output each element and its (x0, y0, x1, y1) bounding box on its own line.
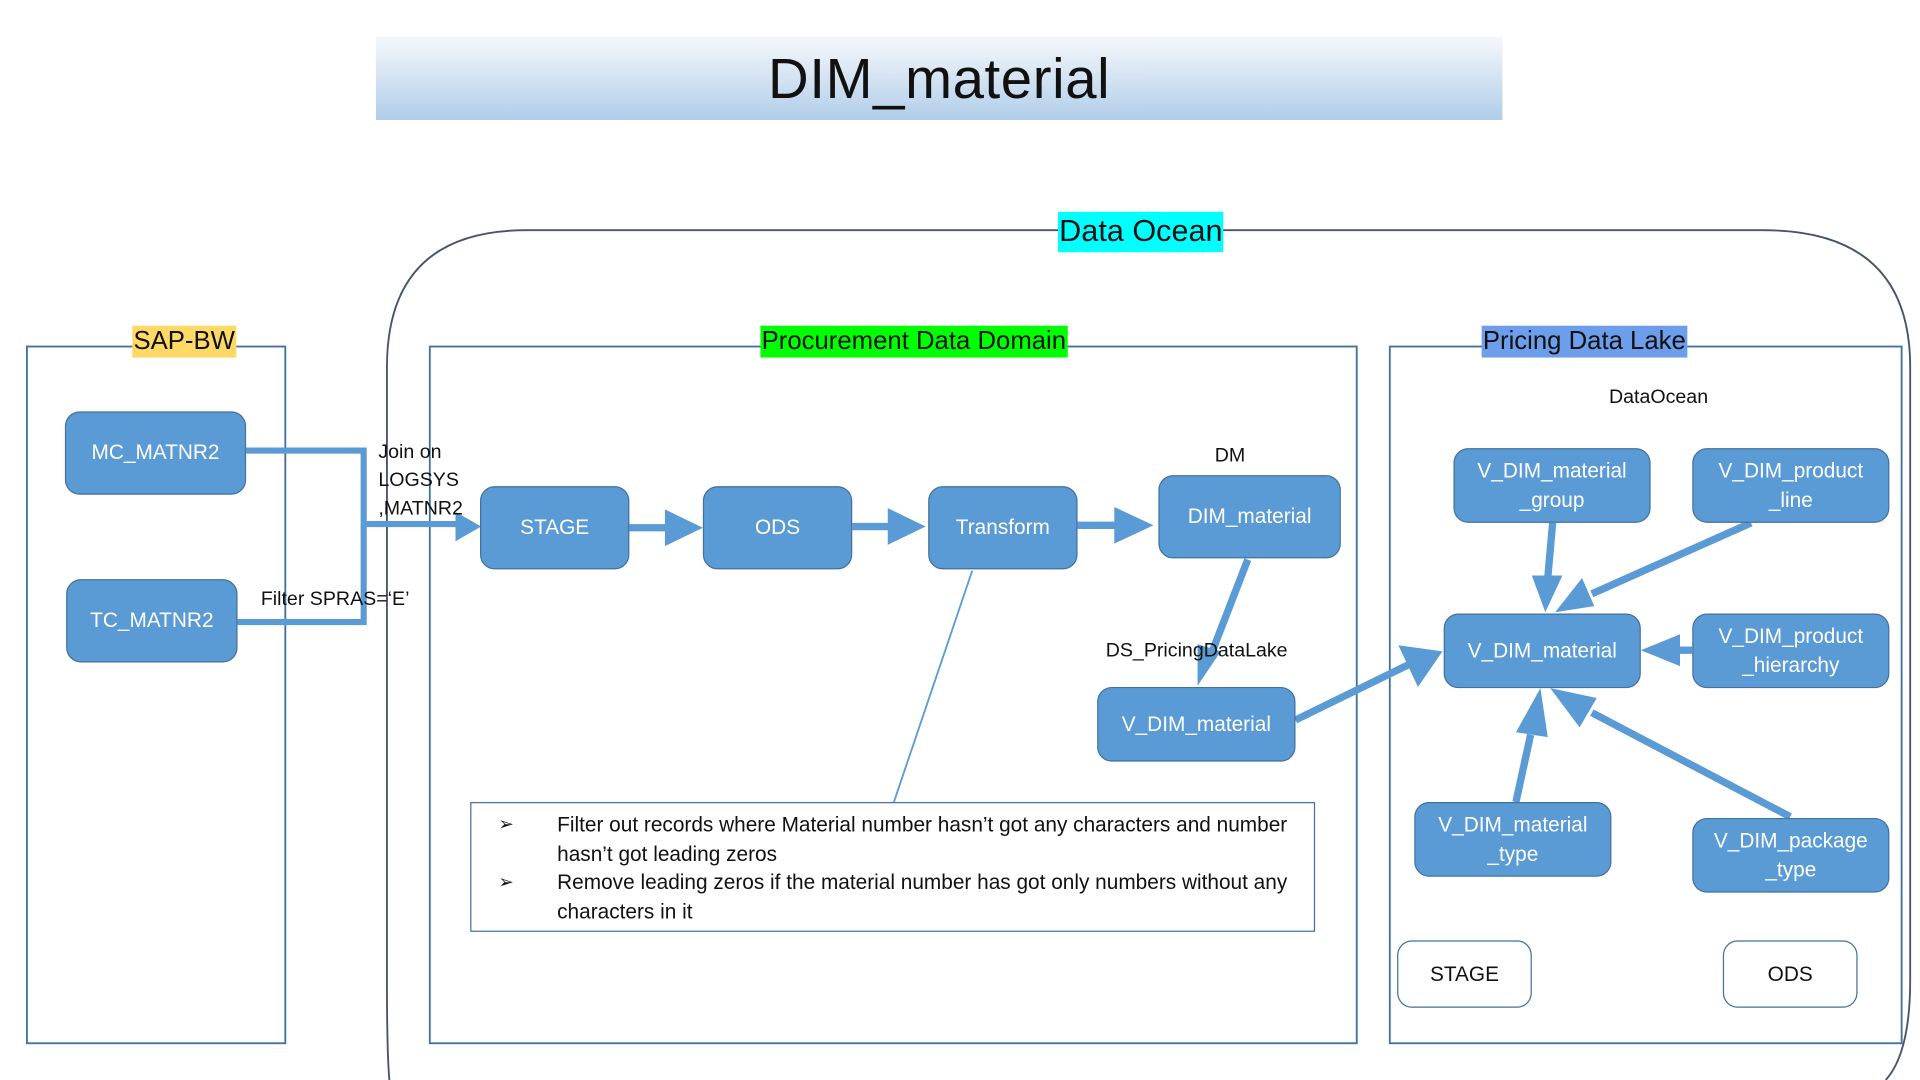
data-ocean-container (386, 229, 1912, 1080)
arrowhead-transform (887, 508, 926, 545)
node-transform[interactable]: Transform (928, 486, 1078, 570)
arrowhead-from-packagetype (1550, 688, 1597, 728)
data-ocean-label: Data Ocean (1057, 211, 1224, 253)
diagram-title: DIM_material (768, 46, 1111, 111)
node-v-dim-product-line[interactable]: V_DIM_product _line (1692, 448, 1890, 523)
connector-productline-center (1590, 519, 1753, 598)
join-label: Join on LOGSYS ,MATNR2 (378, 442, 463, 520)
legend-ods[interactable]: ODS (1722, 940, 1858, 1008)
node-ods[interactable]: ODS (702, 486, 853, 570)
note-text: Remove leading zeros if the material num… (557, 870, 1288, 923)
connector-dim-vdim (1208, 558, 1252, 653)
pricing-label: Pricing Data Lake (1481, 325, 1688, 358)
node-v-dim-material-center[interactable]: V_DIM_material (1443, 613, 1641, 689)
node-v-dim-material-group[interactable]: V_DIM_material _group (1453, 448, 1651, 523)
node-v-dim-package-type[interactable]: V_DIM_package _type (1692, 817, 1890, 893)
dm-label: DM (1214, 445, 1246, 467)
arrowhead-ods (664, 509, 703, 547)
arrowhead-center-left (1398, 645, 1443, 687)
note-item: ➢ Remove leading zeros if the material n… (498, 868, 1301, 926)
arrowhead-vdim-ds (1197, 644, 1221, 686)
transform-notes: ➢ Filter out records where Material numb… (470, 802, 1316, 932)
node-v-dim-material-ds[interactable]: V_DIM_material (1097, 686, 1296, 762)
note-item: ➢ Filter out records where Material numb… (498, 811, 1301, 869)
node-stage[interactable]: STAGE (480, 486, 630, 570)
node-mc-matnr2[interactable]: MC_MATNR2 (64, 411, 247, 495)
connector-materialtype-center (1512, 733, 1535, 803)
connector-packagetype-center (1590, 709, 1792, 820)
dataocean-label: DataOcean (1608, 386, 1709, 408)
arrowhead-dim (1114, 506, 1154, 544)
node-tc-matnr2[interactable]: TC_MATNR2 (66, 579, 238, 663)
legend-stage[interactable]: STAGE (1397, 940, 1532, 1008)
arrowhead-from-hierarchy (1640, 634, 1681, 667)
connector-transform-note (893, 570, 974, 803)
node-v-dim-material-type[interactable]: V_DIM_material _type (1414, 802, 1612, 877)
connector-ds-center (1293, 660, 1413, 724)
ds-pricing-label: DS_PricingDataLake (1105, 640, 1288, 662)
connector-mc-join (237, 447, 367, 626)
arrow-bullet-icon: ➢ (498, 814, 514, 836)
node-v-dim-product-hierarchy[interactable]: V_DIM_product _hierarchy (1692, 613, 1890, 689)
procurement-label: Procurement Data Domain (760, 325, 1068, 358)
connector-group-center (1544, 522, 1557, 579)
arrow-bullet-icon: ➢ (498, 871, 514, 893)
note-text: Filter out records where Material number… (557, 813, 1288, 866)
title-banner: DIM_material (375, 36, 1503, 121)
arrowhead-from-productline (1555, 577, 1595, 613)
sap-bw-label: SAP-BW (132, 325, 237, 358)
arrowhead-stage (455, 511, 482, 542)
arrowhead-from-materialtype (1515, 688, 1548, 738)
arrowhead-from-group (1531, 575, 1563, 613)
node-dim-material[interactable]: DIM_material (1158, 475, 1341, 559)
filter-label: Filter SPRAS=‘E’ (260, 588, 410, 610)
